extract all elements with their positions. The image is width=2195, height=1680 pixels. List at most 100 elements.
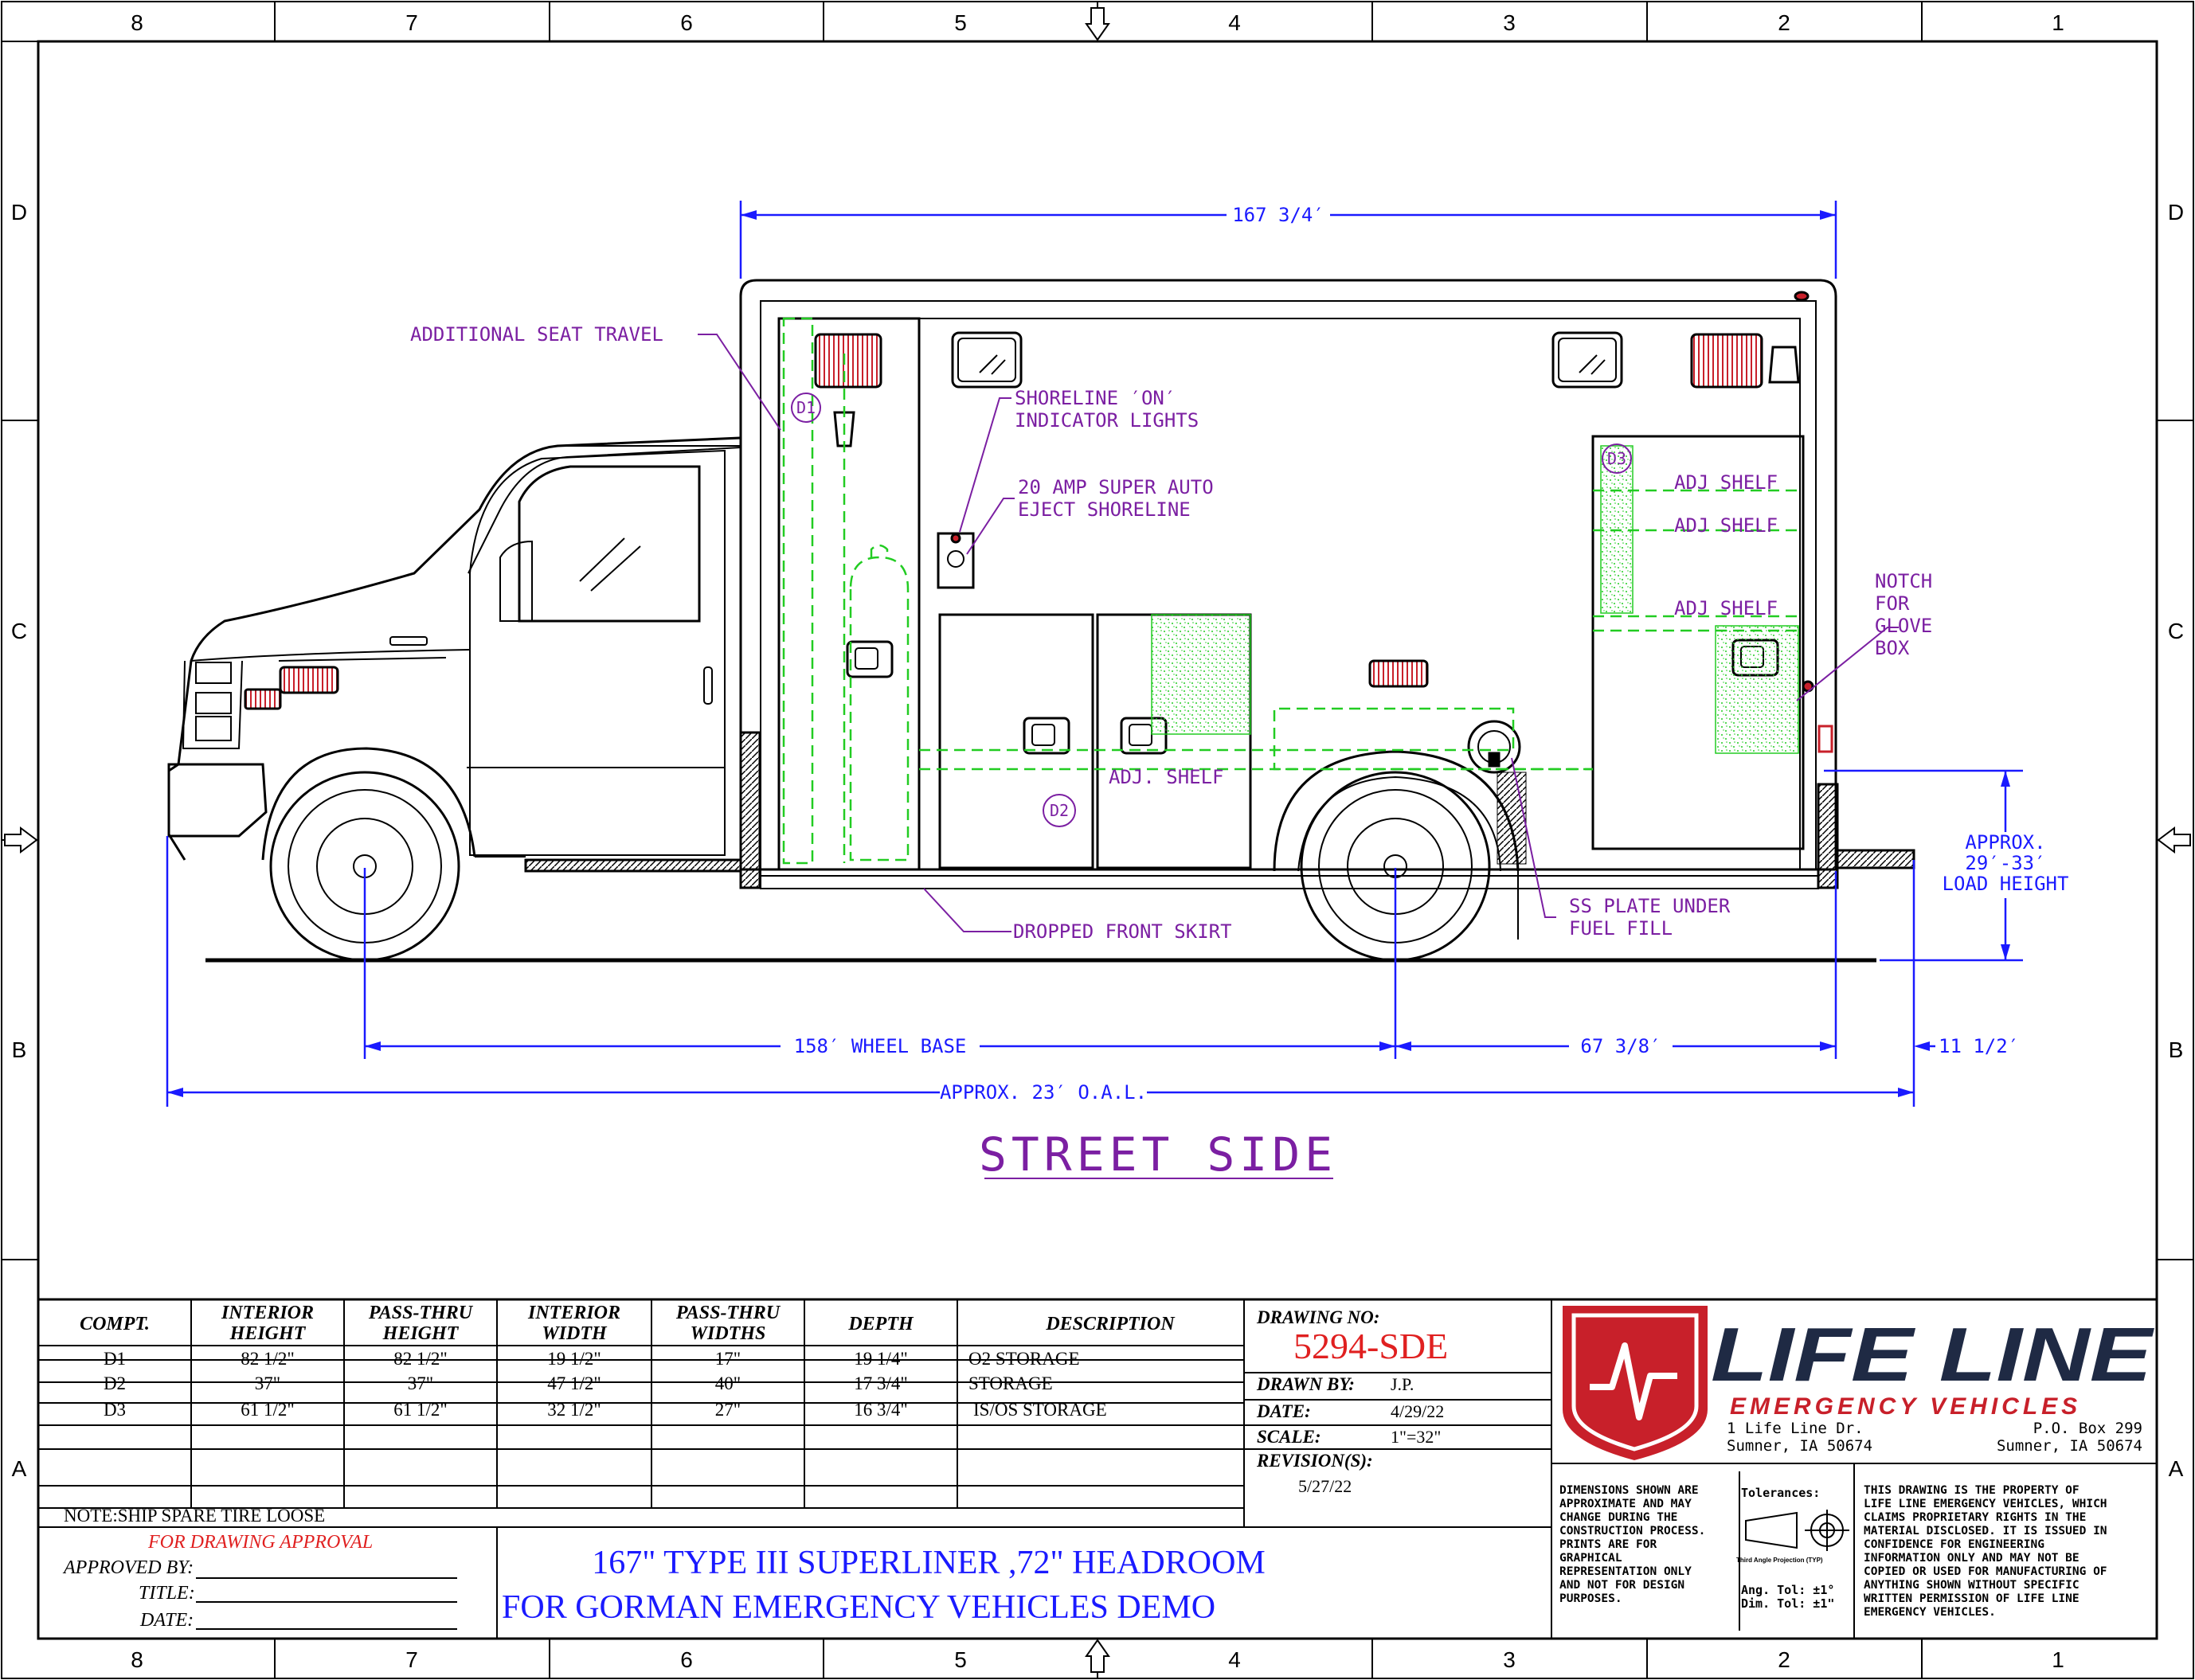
grid-col-2-bottom: 2 [1778, 1647, 1790, 1672]
td-d1-int-width: 19 1/2" [547, 1349, 601, 1369]
disclaimer-line-6: GRAPHICAL [1559, 1552, 1622, 1565]
callout-adj-shelf-3: ADJ SHELF [1674, 597, 1778, 619]
callout-eject-1: 20 AMP SUPER AUTO [1018, 476, 1214, 498]
property-line-2: LIFE LINE EMERGENCY VEHICLES, WHICH [1864, 1498, 2107, 1510]
compartment-d3: D3 [1607, 449, 1626, 468]
disclaimer-line-5: PRINTS ARE FOR [1559, 1538, 1657, 1551]
grid-row-c: C [11, 619, 27, 643]
th-int-height-1: INTERIOR [221, 1303, 314, 1323]
td-d3-desc: IS/OS STORAGE [973, 1400, 1107, 1420]
dimension-arrows [167, 210, 2010, 1097]
hidden-lines [782, 317, 1800, 865]
callout-eject-2: EJECT SHORELINE [1018, 498, 1191, 521]
drawing-scale: 1"=32" [1391, 1427, 1441, 1447]
th-compt: COMPT. [80, 1314, 150, 1334]
drawing-date: 4/29/22 [1391, 1401, 1444, 1421]
callout-adj-shelf-d2: ADJ. SHELF [1109, 766, 1224, 788]
approval-title: TITLE: [139, 1583, 195, 1604]
tolerance-angle: Ang. Tol: ±1° [1741, 1583, 1834, 1597]
grid-row-b: B [12, 1037, 27, 1062]
grid-col-6: 6 [680, 10, 693, 35]
td-d1-pass-width: 17" [715, 1349, 741, 1369]
dim-body-length: 167 3/4′ [1232, 204, 1324, 226]
disclaimer-line-3: CHANGE DURING THE [1559, 1511, 1677, 1524]
grid-row-d-right: D [2168, 200, 2184, 225]
grid-col-3-bottom: 3 [1503, 1647, 1516, 1672]
grid-col-5-bottom: 5 [954, 1647, 967, 1672]
grid-col-4: 4 [1228, 10, 1241, 35]
th-int-width-2: WIDTH [542, 1323, 608, 1344]
drawing-no-label: DRAWING NO: [1256, 1307, 1379, 1327]
property-line-8: ANYTHING SHOWN WITHOUT SPECIFIC [1864, 1579, 2080, 1592]
tolerance-dimension: Dim. Tol: ±1" [1741, 1596, 1834, 1611]
disclaimer-line-4: CONSTRUCTION PROCESS. [1559, 1525, 1705, 1537]
grid-row-c-right: C [2168, 619, 2184, 643]
callout-leaders [698, 334, 1899, 932]
th-pass-height-1: PASS-THRU [368, 1303, 474, 1323]
property-line-10: EMERGENCY VEHICLES. [1864, 1606, 1996, 1619]
callout-shoreline-2: INDICATOR LIGHTS [1015, 409, 1199, 432]
approval-date: DATE: [139, 1610, 194, 1631]
approval-heading: FOR DRAWING APPROVAL [147, 1532, 373, 1553]
th-description: DESCRIPTION [1045, 1314, 1176, 1334]
address-left-2: Sumner, IA 50674 [1727, 1437, 1872, 1455]
grid-col-1: 1 [2052, 10, 2064, 35]
dim-wheel-base: 158′ WHEEL BASE [794, 1035, 967, 1057]
td-d1-compt: D1 [104, 1349, 126, 1369]
dim-load-height-2: 29′-33′ [1965, 852, 2045, 874]
td-d3-compt: D3 [104, 1400, 126, 1420]
compartment-tags [791, 393, 1632, 827]
grid-col-1-bottom: 1 [2052, 1647, 2064, 1672]
td-d1-int-height: 82 1/2" [241, 1349, 295, 1369]
th-depth: DEPTH [847, 1314, 914, 1334]
revisions-label: REVISION(S): [1256, 1451, 1373, 1471]
callout-notch-3: GLOVE [1875, 615, 1932, 637]
disclaimer-line-7: REPRESENTATION ONLY [1559, 1565, 1692, 1578]
compartment-d1: D1 [796, 398, 816, 417]
td-d2-pass-width: 40" [715, 1373, 741, 1393]
property-line-3: CLAIMS PROPRIETARY RIGHTS IN THE [1864, 1511, 2086, 1524]
address-right-1: P.O. Box 299 [2033, 1420, 2142, 1437]
grid-col-5: 5 [954, 10, 967, 35]
grid-col-3: 3 [1503, 10, 1516, 35]
td-d1-depth: 19 1/4" [854, 1349, 908, 1369]
life-line-logo [1563, 1306, 1708, 1460]
disclaimer-line-2: APPROXIMATE AND MAY [1559, 1498, 1692, 1510]
approval-approved-by: APPROVED BY: [62, 1557, 194, 1578]
address-left-1: 1 Life Line Dr. [1727, 1420, 1864, 1437]
grid-col-6-bottom: 6 [680, 1647, 693, 1672]
project-title-line1: 167" TYPE III SUPERLINER ,72" HEADROOM [592, 1545, 1266, 1581]
projection-label: Third Angle Projection (TYP) [1736, 1557, 1823, 1564]
tolerances-label: Tolerances: [1741, 1486, 1820, 1500]
title-block-frame [37, 1298, 2158, 1640]
dimension-lines [166, 201, 2023, 1107]
disclaimer-line-9: PURPOSES. [1559, 1592, 1622, 1605]
project-title-line2: FOR GORMAN EMERGENCY VEHICLES DEMO [502, 1589, 1215, 1626]
dim-load-height-1: APPROX. [1965, 831, 2045, 854]
callout-notch-1: NOTCH [1875, 570, 1932, 592]
date-label: DATE: [1256, 1401, 1311, 1421]
grid-col-8-bottom: 8 [131, 1647, 143, 1672]
th-int-width-1: INTERIOR [527, 1303, 620, 1323]
callout-notch-2: FOR [1875, 592, 1910, 615]
callout-notch-4: BOX [1875, 637, 1910, 659]
grid-col-7-bottom: 7 [405, 1647, 418, 1672]
td-d3-int-height: 61 1/2" [241, 1400, 295, 1420]
td-d2-int-width: 47 1/2" [547, 1373, 601, 1393]
td-d1-pass-height: 82 1/2" [393, 1349, 448, 1369]
grid-row-b-right: B [2169, 1037, 2184, 1062]
td-d2-pass-height: 37" [408, 1373, 433, 1393]
grid-col-2: 2 [1778, 10, 1790, 35]
th-int-height-2: HEIGHT [229, 1323, 307, 1344]
third-angle-projection-icon [1745, 1510, 1849, 1551]
address-right-2: Sumner, IA 50674 [1997, 1437, 2142, 1455]
td-d2-compt: D2 [104, 1373, 126, 1393]
callout-front-skirt: DROPPED FRONT SKIRT [1013, 920, 1232, 943]
property-line-1: THIS DRAWING IS THE PROPERTY OF [1864, 1484, 2080, 1497]
ambulance-drawing [167, 279, 1915, 963]
dim-bumper: 11 1/2′ [1939, 1035, 2019, 1057]
td-d2-int-height: 37" [255, 1373, 280, 1393]
disclaimer-line-8: AND NOT FOR DESIGN [1559, 1579, 1684, 1592]
callout-adj-shelf-1: ADJ SHELF [1674, 471, 1778, 494]
